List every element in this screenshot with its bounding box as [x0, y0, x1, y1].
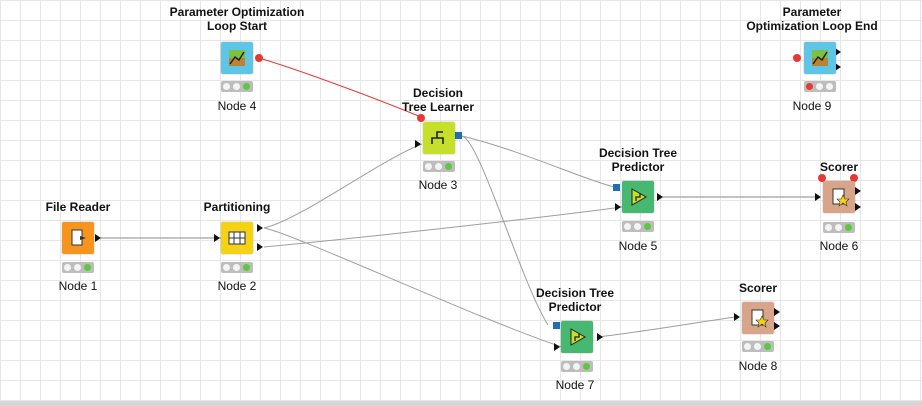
node-title: Decision Tree Learner — [401, 86, 475, 114]
node-label[interactable]: Node 1 — [58, 279, 98, 293]
node-title: File Reader — [45, 200, 111, 214]
flow-port-node9-in[interactable] — [793, 54, 801, 62]
data-port-node6-in[interactable] — [815, 193, 821, 201]
node-title: Parameter Optimization Loop End — [746, 5, 878, 33]
node-status-indicator — [622, 221, 654, 232]
node-label[interactable]: Node 8 — [738, 359, 778, 373]
data-port-node6-out-1[interactable] — [855, 187, 861, 195]
loop-start-icon[interactable] — [221, 42, 253, 74]
node-status-indicator — [804, 81, 836, 92]
data-port-node9-out-2[interactable] — [835, 63, 841, 71]
node-label[interactable]: Node 5 — [618, 239, 658, 253]
connection-node7-node8[interactable] — [597, 316, 736, 338]
connection-node3-node7[interactable] — [461, 135, 549, 326]
node-status-indicator — [221, 262, 253, 273]
node-status-indicator — [423, 161, 455, 172]
connection-node2-node3[interactable] — [263, 143, 423, 229]
node-status-indicator — [823, 222, 855, 233]
node-status-indicator — [742, 341, 774, 352]
node-status-indicator — [221, 81, 253, 92]
node-title: Parameter Optimization Loop Start — [169, 5, 305, 33]
scorer-icon[interactable] — [823, 181, 855, 213]
node-title: Scorer — [819, 160, 859, 174]
loop-end-icon[interactable] — [804, 42, 836, 74]
model-port-node3-out[interactable] — [455, 132, 462, 139]
data-port-node7-out[interactable] — [597, 333, 603, 341]
node-title: Decision Tree Predictor — [598, 146, 678, 174]
data-port-node6-out-2[interactable] — [855, 203, 861, 211]
data-port-node9-out-1[interactable] — [835, 48, 841, 56]
node-label[interactable]: Node 9 — [792, 99, 832, 113]
decision-tree-predictor-icon[interactable] — [622, 181, 654, 213]
data-port-node5-in[interactable] — [615, 203, 621, 211]
data-port-node7-in[interactable] — [554, 343, 560, 351]
connection-node2-node7[interactable] — [263, 227, 563, 348]
node-label[interactable]: Node 4 — [217, 99, 257, 113]
node-title: Partitioning — [203, 200, 271, 214]
file-reader-icon[interactable] — [62, 222, 94, 254]
decision-tree-learner-icon[interactable] — [423, 122, 455, 154]
connection-node3-node5[interactable] — [461, 135, 615, 188]
partitioning-icon[interactable] — [221, 222, 253, 254]
flow-port-node6-in[interactable] — [818, 174, 826, 182]
node-label[interactable]: Node 6 — [819, 239, 859, 253]
flow-port-node6-out[interactable] — [850, 174, 858, 182]
horizontal-scrollbar[interactable] — [0, 401, 922, 406]
node-label[interactable]: Node 7 — [555, 378, 595, 392]
flow-port-node3-in[interactable] — [417, 114, 425, 122]
decision-tree-predictor-icon[interactable] — [561, 321, 593, 353]
flow-port-node4-out[interactable] — [255, 54, 263, 62]
data-port-node8-out-2[interactable] — [774, 322, 780, 330]
data-port-node8-in[interactable] — [734, 313, 740, 321]
data-port-node2-out-2[interactable] — [257, 243, 263, 251]
data-port-node2-out-1[interactable] — [257, 224, 263, 232]
node-status-indicator — [62, 262, 94, 273]
node-status-indicator — [561, 361, 593, 372]
connection-node2-node5[interactable] — [263, 206, 623, 248]
data-port-node8-out-1[interactable] — [774, 308, 780, 316]
data-port-node1-out[interactable] — [95, 234, 101, 242]
data-port-node2-in[interactable] — [214, 234, 220, 242]
node-title: Scorer — [738, 281, 778, 295]
model-port-node7-in[interactable] — [553, 322, 560, 329]
data-port-node3-in[interactable] — [415, 140, 421, 148]
data-port-node5-out[interactable] — [657, 193, 663, 201]
flow-variable-connection-node4-node3[interactable] — [258, 57, 422, 118]
model-port-node5-in[interactable] — [613, 184, 620, 191]
node-label[interactable]: Node 3 — [418, 178, 458, 192]
node-title: Decision Tree Predictor — [535, 286, 615, 314]
scorer-icon[interactable] — [742, 302, 774, 334]
node-label[interactable]: Node 2 — [217, 279, 257, 293]
